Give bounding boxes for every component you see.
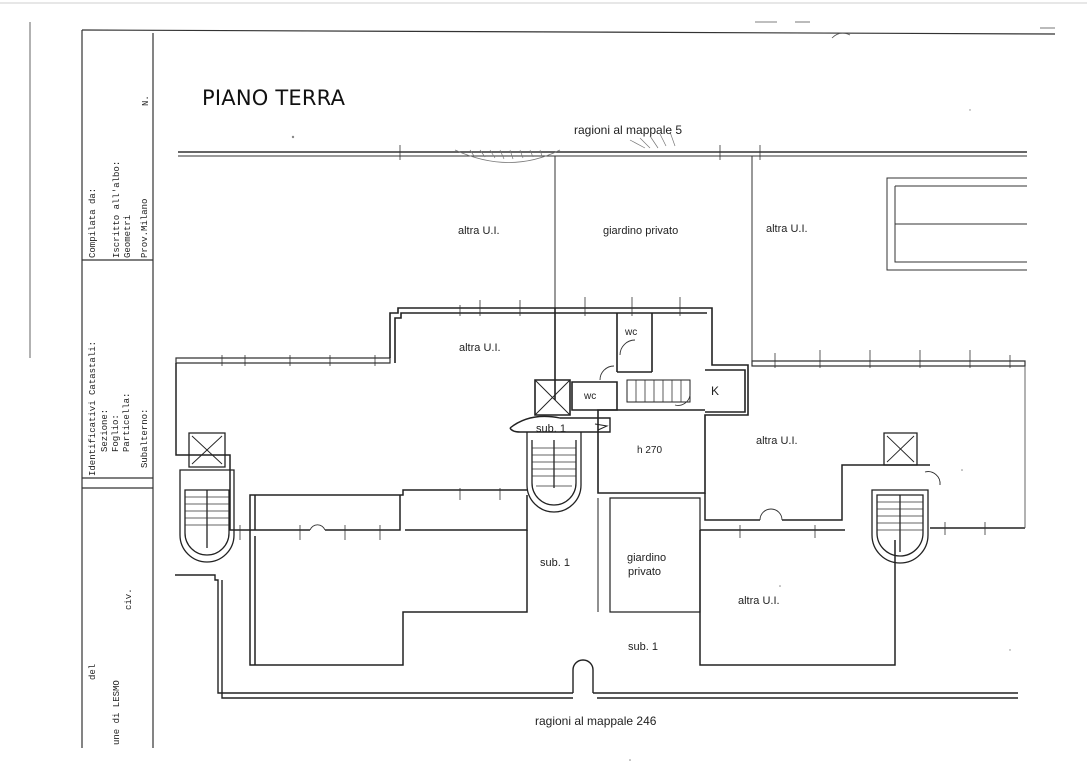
central-round-stair-treads — [532, 447, 576, 487]
label-giardino-bottom-2: privato — [628, 566, 662, 578]
cartouche-particella: Particella: — [122, 392, 132, 452]
entry-bay — [509, 415, 611, 433]
label-sub1-courtyard: sub. 1 — [540, 557, 570, 569]
ramp-block-top-right — [886, 177, 1027, 271]
cartouche-prov: Prov.Milano — [140, 198, 150, 258]
cartouche-del: del — [88, 663, 98, 680]
top-right-marks — [755, 21, 1055, 39]
cartouche-foglio: Foglio: — [111, 414, 121, 452]
right-stair-treads — [877, 501, 923, 531]
label-giardino-bottom-1: giardino — [627, 552, 667, 564]
scan-specks — [291, 109, 1011, 761]
left-stair-treads — [185, 496, 229, 526]
label-altra-ui-mid-left: altra U.I. — [459, 342, 501, 354]
right-wing-walls — [597, 464, 1025, 666]
label-altra-ui-top-left: altra U.I. — [458, 225, 500, 237]
bottom-boundary-wall — [175, 574, 1018, 699]
top-boundary-hatching — [454, 131, 676, 163]
cartouche-n: N. — [141, 95, 151, 106]
cartouche-identificativi: Identificativi Catastali: — [88, 340, 98, 476]
cartouche-compilata: Compilata da: — [88, 187, 98, 258]
central-building-walls — [389, 307, 749, 494]
label-wc-upper: wc — [625, 327, 638, 338]
label-giardino-privato-top: giardino privato — [603, 225, 679, 237]
right-stair-tower — [871, 432, 941, 564]
label-kitchen: K — [711, 384, 720, 398]
door-swings — [599, 339, 691, 406]
label-wc-lower: wc — [584, 391, 597, 402]
label-height: h 270 — [637, 445, 663, 456]
cartouche-comune: une di LESMO — [112, 680, 122, 745]
cartouche-civ: civ. — [124, 588, 134, 610]
central-round-stair — [526, 432, 582, 513]
label-top-boundary: ragioni al mappale 5 — [574, 123, 683, 137]
lower-door-arcs — [309, 508, 783, 531]
left-wing-walls — [175, 363, 528, 666]
cartouche-iscritto: Iscritto all'albo: — [112, 160, 122, 258]
label-altra-ui-top-right: altra U.I. — [766, 223, 808, 235]
mid-fence-lines — [175, 357, 1026, 367]
central-stair-treads — [635, 380, 682, 402]
cartouche-geometri: Geometri — [123, 214, 133, 258]
label-bottom-boundary: ragioni al mappale 246 — [535, 714, 657, 728]
label-sub1-bottom: sub. 1 — [628, 641, 658, 653]
label-sub1-entry: sub. 1 — [536, 423, 566, 435]
label-altra-ui-bottom-right: altra U.I. — [738, 595, 780, 607]
left-stair-tower — [179, 432, 235, 563]
upper-separators — [554, 156, 753, 365]
page-title: PIANO TERRA — [202, 86, 346, 110]
cartouche-subalterno: Subalterno: — [140, 408, 150, 468]
top-boundary-wall — [178, 151, 1027, 157]
cartouche-sezione: Sezione: — [100, 408, 110, 452]
label-altra-ui-mid-right: altra U.I. — [756, 435, 798, 447]
wall-ticks — [221, 145, 1011, 540]
cartouche-frame — [81, 29, 1056, 748]
